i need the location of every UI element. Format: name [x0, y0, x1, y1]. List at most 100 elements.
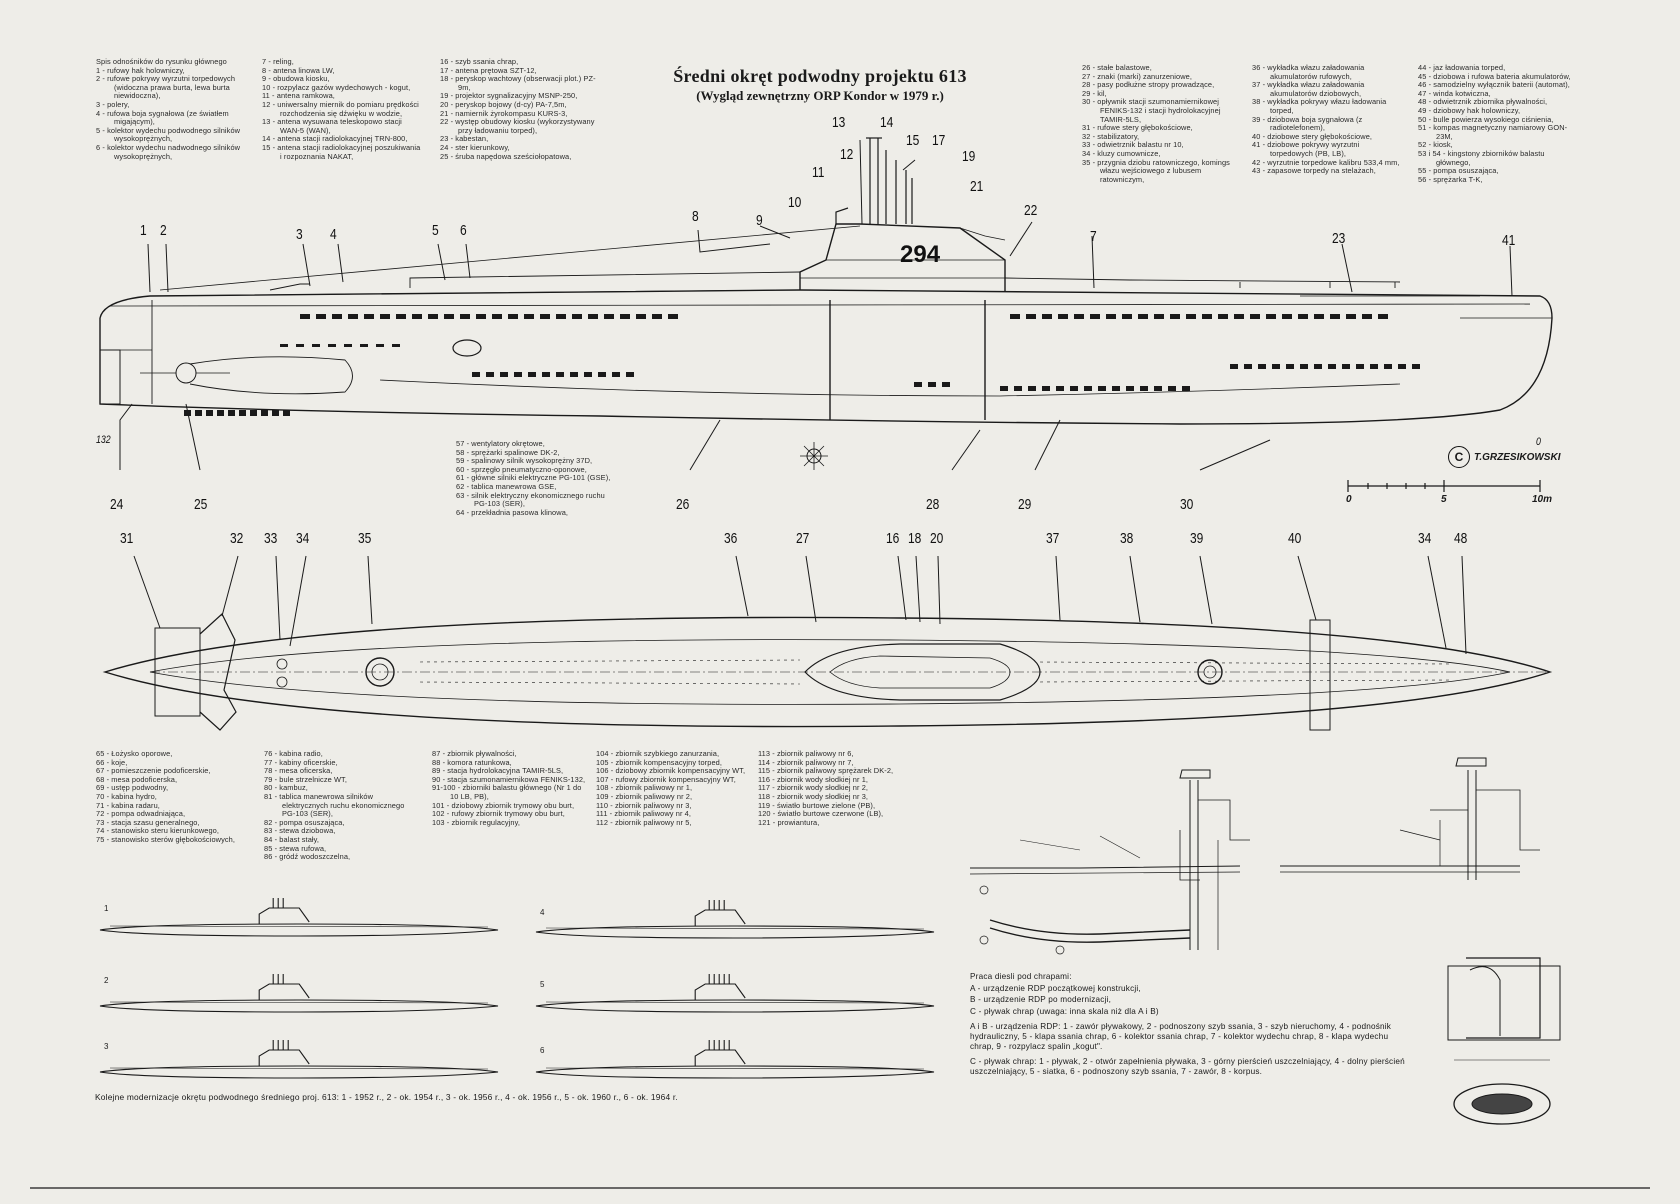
flood-hole — [1042, 314, 1052, 319]
legend-item: 103 - zbiornik regulacyjny, — [432, 817, 521, 827]
flood-hole — [1070, 386, 1078, 391]
flood-hole — [280, 344, 288, 347]
flood-hole — [1272, 364, 1280, 369]
legend-item: 32 - stabilizatory, — [1082, 131, 1140, 141]
side-callout-9: 9 — [756, 212, 763, 229]
plan-callout-16: 16 — [886, 530, 900, 547]
flood-hole — [1346, 314, 1356, 319]
snorkel-line-b: B - urządzenie RDP po modernizacji, — [970, 995, 1112, 1005]
scale-label-10m: 10m — [1532, 494, 1553, 505]
legend-item: 118 - zbiornik wody słodkiej nr 3, — [758, 791, 869, 801]
legend-bottom-2: 76 - kabina radio,77 - kabiny oficerskie… — [264, 749, 420, 862]
legend-item: 105 - zbiornik kompensacyjny torped, — [596, 757, 723, 767]
legend-item: 43 - zapasowe torpedy na stelażach, — [1252, 166, 1376, 176]
flood-hole — [1258, 364, 1266, 369]
legend-item: 114 - zbiornik paliwowy nr 7, — [758, 757, 854, 767]
legend-item: 60 - sprzęgło pneumatyczno-oponowe, — [456, 464, 587, 474]
legend-item: 106 - dziobowy zbiornik kompensacyjny WT… — [596, 766, 746, 776]
legend-block-5: 36 - wykładka włazu załadowania akumulat… — [1252, 63, 1402, 176]
flood-holes — [184, 314, 1420, 416]
legend-item: 72 - pompa odwadniająca, — [96, 809, 186, 819]
snorkel-desc-ab: A i B - urządzenia RDP: 1 - zawór pływak… — [970, 1022, 1392, 1051]
legend-item: 26 - stałe balastowe, — [1082, 63, 1152, 72]
plan-callout-38: 38 — [1120, 530, 1134, 547]
legend-item: 61 - główne silniki elektryczne PG-101 (… — [456, 473, 611, 483]
flood-hole — [1154, 386, 1162, 391]
flood-hole — [1250, 314, 1260, 319]
plan-view-hull — [102, 613, 1553, 731]
flood-hole — [1182, 386, 1190, 391]
flood-hole — [460, 314, 470, 319]
flood-hole — [1244, 364, 1252, 369]
flood-hole — [228, 410, 235, 416]
flood-hole — [1370, 364, 1378, 369]
version-number-3: 3 — [104, 1042, 109, 1051]
legend-item: 42 - wyrzutnie torpedowe kalibru 533,4 m… — [1252, 157, 1400, 167]
keel-callout-25: 25 — [194, 496, 208, 513]
flood-hole — [1140, 386, 1148, 391]
conning-tower — [159, 137, 1006, 292]
legend-item: 101 - dziobowy zbiornik trymowy obu burt… — [432, 800, 575, 810]
scale-label-5: 5 — [1441, 494, 1447, 505]
legend-item: 2 - rufowe pokrywy wyrzutni torpedowych … — [96, 74, 236, 101]
flood-hole — [300, 314, 310, 319]
flood-hole — [914, 382, 922, 387]
legend-item: 90 - stacja szumonamiernikowa FENIKS-132… — [432, 774, 586, 784]
legend-item: 82 - pompa osuszająca, — [264, 817, 345, 827]
legend-item: 13 - antena wysuwana teleskopowo stacji … — [262, 117, 402, 135]
scale-bar — [1347, 480, 1541, 492]
version-number-2: 2 — [104, 976, 109, 985]
side-callout-5: 5 — [432, 222, 439, 239]
flood-hole — [620, 314, 630, 319]
legend-item: 69 - ustęp podwodny, — [96, 783, 169, 793]
legend-item: 78 - mesa oficerska, — [264, 766, 333, 776]
legend-item: 74 - stanowisko steru kierunkowego, — [96, 826, 220, 836]
plan-callout-48: 48 — [1454, 530, 1468, 547]
plan-callout-34: 34 — [1418, 530, 1432, 547]
legend-item: 88 - komora ratunkowa, — [432, 757, 512, 767]
legend-item: 8 - antena linowa LW, — [262, 65, 335, 75]
flood-hole — [1328, 364, 1336, 369]
legend-item: 84 - balast stały, — [264, 834, 320, 844]
flood-hole — [444, 314, 454, 319]
legend-item: 14 - antena stacji radiolokacyjnej TRN-8… — [262, 134, 408, 144]
flood-hole — [1286, 364, 1294, 369]
legend-item: 104 - zbiornik szybkiego zanurzania, — [596, 749, 720, 758]
side-callout-41: 41 — [1502, 232, 1516, 249]
legend-item: 10 - rozpylacz gazów wydechowych - kogut… — [262, 82, 411, 92]
legend-item: 113 - zbiornik paliwowy nr 6, — [758, 749, 854, 758]
legend-item: 28 - pasy podłużne stropy prowadzące, — [1082, 80, 1215, 90]
side-callout-6: 6 — [460, 222, 467, 239]
plan-callout-35: 35 — [358, 530, 372, 547]
side-callout-19: 19 — [962, 148, 976, 165]
legend-item: 56 - sprężarka T-K, — [1418, 174, 1483, 184]
flood-hole — [428, 314, 438, 319]
legend-item: 63 - silnik elektryczny ekonomicznego ru… — [456, 490, 605, 509]
legend-block-4: 26 - stałe balastowe,27 - znaki (marki) … — [1082, 63, 1238, 184]
legend-item: 49 - dziobowy hak holowniczy, — [1418, 105, 1521, 115]
side-callout-10: 10 — [788, 194, 802, 211]
flood-hole — [598, 372, 606, 377]
flood-hole — [1084, 386, 1092, 391]
legend-item: 80 - kambuz, — [264, 783, 308, 793]
legend-item: 111 - zbiornik paliwowy nr 4, — [596, 809, 692, 819]
flood-hole — [1330, 314, 1340, 319]
flood-hole — [1168, 386, 1176, 391]
flood-hole — [312, 344, 320, 347]
legend-item: 34 - kluzy cumownicze, — [1082, 148, 1161, 158]
legend-item: 27 - znaki (marki) zanurzeniowe, — [1082, 71, 1192, 81]
legend-item: 77 - kabiny oficerskie, — [264, 757, 338, 767]
legend-block-middle: 57 - wentylatory okrętowe,58 - sprężarki… — [456, 439, 616, 517]
plan-callout-27: 27 — [796, 530, 810, 547]
flood-hole — [364, 314, 374, 319]
legend-item: 116 - zbiornik wody słodkiej nr 1, — [758, 774, 869, 784]
flood-hole — [239, 410, 246, 416]
flood-hole — [1342, 364, 1350, 369]
legend-item: 107 - rufowy zbiornik kompensacyjny WT, — [596, 774, 736, 784]
legend-block-2: 7 - reling,8 - antena linowa LW,9 - obud… — [262, 57, 422, 161]
legend-item: 36 - wykładka włazu załadowania akumulat… — [1252, 63, 1365, 81]
legend-item: 53 i 54 - kingstony zbiorników balastu g… — [1418, 148, 1545, 167]
legend-item: 51 - kompas magnetyczny namiarowy GON-23… — [1418, 123, 1568, 141]
legend-item: 57 - wentylatory okrętowe, — [456, 439, 545, 448]
